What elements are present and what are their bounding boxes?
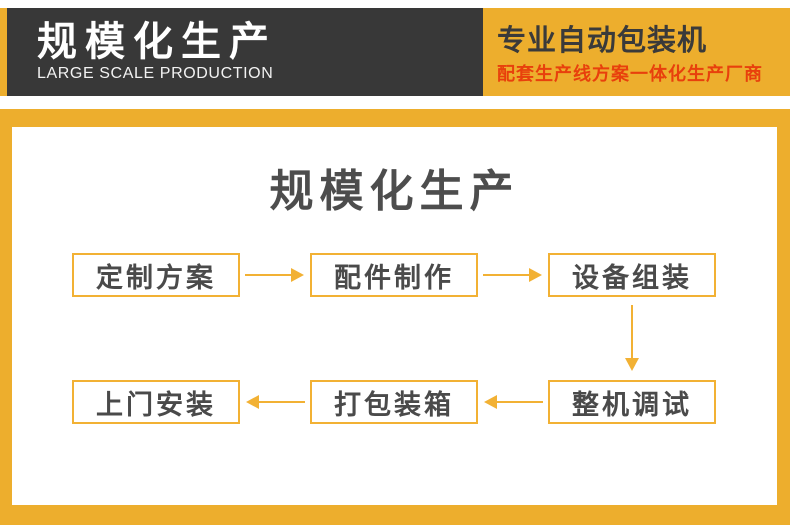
flow-step-custom-plan: 定制方案: [72, 253, 240, 297]
header-title-cn: 规模化生产: [37, 20, 277, 64]
arrow-left-icon: [484, 395, 543, 409]
arrow-left-icon: [246, 395, 305, 409]
flow-step-machine-debugging: 整机调试: [548, 380, 716, 424]
header-promo-block: 专业自动包装机 配套生产线方案一体化生产厂商: [497, 23, 763, 87]
flow-step-onsite-installation: 上门安装: [72, 380, 240, 424]
flow-step-equipment-assembly: 设备组装: [548, 253, 716, 297]
header-banner: 规模化生产 LARGE SCALE PRODUCTION 专业自动包装机 配套生…: [0, 8, 790, 96]
header-dark-block: 规模化生产 LARGE SCALE PRODUCTION: [7, 8, 483, 96]
header-promo-subtitle: 配套生产线方案一体化生产厂商: [497, 64, 763, 84]
header-promo-title: 专业自动包装机: [497, 25, 708, 57]
flow-step-packing-boxing: 打包装箱: [310, 380, 478, 424]
arrow-down-icon: [625, 305, 639, 371]
arrow-right-icon: [245, 268, 304, 282]
flow-step-parts-making: 配件制作: [310, 253, 478, 297]
section-title: 规模化生产: [269, 167, 520, 216]
content-frame: 规模化生产 定制方案 配件制作 设备组装 整机调试 打包装箱 上门安装: [0, 109, 790, 525]
arrow-right-icon: [483, 268, 542, 282]
flow-diagram: 规模化生产 定制方案 配件制作 设备组装 整机调试 打包装箱 上门安装: [12, 127, 777, 505]
header-title-en: LARGE SCALE PRODUCTION: [37, 65, 274, 82]
